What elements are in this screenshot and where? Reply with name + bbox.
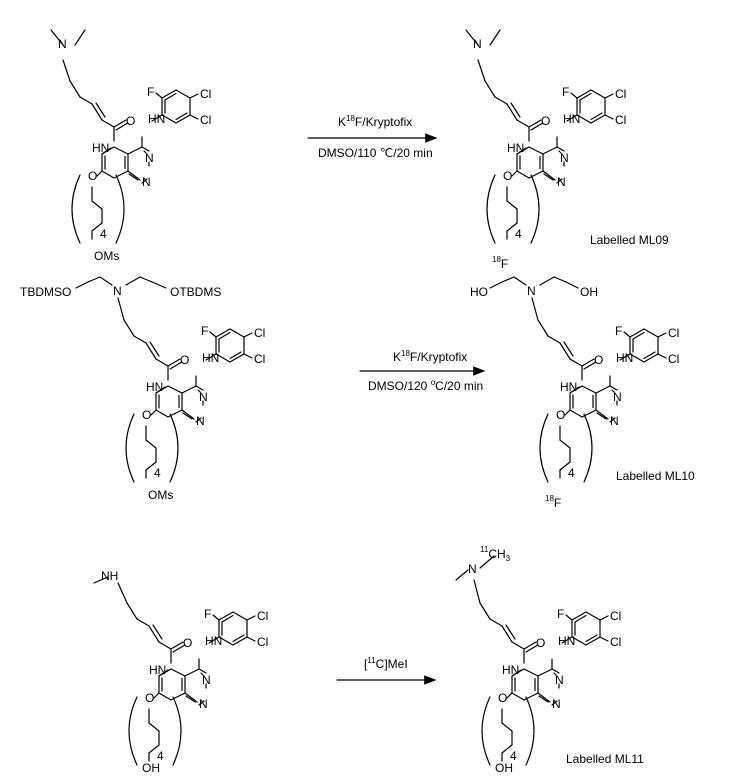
atom-f-ml09-sm: F — [147, 85, 154, 99]
atom-oh-ml10-p: OH — [580, 285, 598, 299]
atom-f-ml11-sm: F — [204, 607, 211, 621]
atom-n1-ml11-sm: N — [199, 697, 208, 711]
atom-hn-aniline-ml09-sm: HN — [148, 112, 165, 126]
atom-hn-aniline-ml09-p: HN — [563, 112, 580, 126]
atom-n1-ml09-sm: N — [142, 175, 151, 189]
conditions-line-2: DMSO/120 oC/20 min — [368, 378, 483, 393]
atom-hn-aniline-ml11-sm: HN — [205, 634, 222, 648]
atom-o-ml10-sm: O — [180, 353, 189, 367]
atom-18f-ml10-p: 18F — [545, 494, 561, 510]
atom-cl2-ml10-sm: Cl — [254, 352, 265, 366]
atom-n-ml10-p: N — [527, 284, 536, 298]
atom-f-ml10-p: F — [615, 324, 622, 338]
atom-o-ml09-p: O — [541, 114, 550, 128]
atom-f-ml11-p: F — [557, 607, 564, 621]
repeat-n-ml09-sm: 4 — [100, 227, 107, 241]
repeat-n-ml11-p: 4 — [510, 749, 517, 763]
atom-n-ml10-sm: N — [113, 284, 122, 298]
atom-o-ml11-sm: O — [183, 636, 192, 650]
atom-n3-ml11-p: N — [555, 673, 564, 687]
atom-o-ml11-p: O — [536, 636, 545, 650]
atom-cl1-ml11-p: Cl — [610, 609, 621, 623]
atom-18f-ml09-p: 18F — [492, 255, 508, 271]
compound-ml11-product — [455, 555, 609, 766]
atom-cl1-ml09-sm: Cl — [200, 87, 211, 101]
atom-n3-ml10-sm: N — [199, 390, 208, 404]
atom-hn-ml11-p: HN — [502, 663, 519, 677]
atom-cl2-ml11-sm: Cl — [257, 635, 268, 649]
compound-ml11-precursor — [93, 576, 256, 766]
reagent-line-2: K18F/Kryptofix — [393, 349, 467, 364]
atom-n1-ml10-p: N — [610, 414, 619, 428]
atom-otbdms-ml10-sm: OTBDMS — [170, 285, 221, 299]
atom-o-ether-ml11-sm: O — [145, 691, 154, 705]
repeat-n-ml10-p: 4 — [568, 466, 575, 480]
atom-n1-ml10-sm: N — [196, 414, 205, 428]
atom-ho-ml10-p: HO — [470, 285, 488, 299]
atom-hn-aniline-ml10-sm: HN — [202, 351, 219, 365]
repeat-n-ml09-p: 4 — [515, 227, 522, 241]
atom-cl2-ml09-p: Cl — [615, 113, 626, 127]
atom-n1-ml11-p: N — [552, 697, 561, 711]
atom-hn-aniline-ml10-p: HN — [616, 351, 633, 365]
reagent-line-1: K18F/Kryptofix — [338, 114, 412, 129]
atom-f-ml09-p: F — [562, 85, 569, 99]
atom-cl1-ml09-p: Cl — [615, 87, 626, 101]
atom-oh-ml11-sm: OH — [142, 761, 160, 775]
atom-cl1-ml10-p: Cl — [668, 326, 679, 340]
atom-n1-ml09-p: N — [557, 175, 566, 189]
atom-o-ether-ml09-p: O — [503, 169, 512, 183]
atom-hn-aniline-ml11-p: HN — [558, 634, 575, 648]
atom-o-ether-ml10-sm: O — [142, 408, 151, 422]
atom-cl2-ml09-sm: Cl — [200, 113, 211, 127]
product-label-ml10: Labelled ML10 — [616, 469, 695, 483]
atom-n-ml09-p: N — [473, 37, 482, 51]
atom-o-ether-ml11-p: O — [498, 691, 507, 705]
atom-oh-ml11-p: OH — [495, 761, 513, 775]
atom-tbdmso-ml10-sm: TBDMSO — [20, 285, 71, 299]
atom-cl2-ml10-p: Cl — [668, 352, 679, 366]
atom-n3-ml09-sm: N — [145, 151, 154, 165]
repeat-n-ml11-sm: 4 — [157, 749, 164, 763]
atom-o-ml09-sm: O — [126, 114, 135, 128]
atom-oms-ml10-sm: OMs — [148, 488, 173, 502]
product-label-ml09: Labelled ML09 — [590, 233, 669, 247]
conditions-line-1: DMSO/110 ℃/20 min — [318, 146, 433, 160]
compound-ml10-precursor — [75, 276, 253, 483]
atom-o-ether-ml10-p: O — [556, 408, 565, 422]
atom-n-ml09-sm: N — [58, 37, 67, 51]
atom-n3-ml09-p: N — [560, 151, 569, 165]
atom-cl2-ml11-p: Cl — [610, 635, 621, 649]
repeat-n-ml10-sm: 4 — [154, 466, 161, 480]
product-label-ml11: Labelled ML11 — [566, 752, 644, 766]
atom-11ch3-ml11-p: 11CH3 — [480, 545, 511, 563]
atom-hn-ml10-sm: HN — [146, 380, 163, 394]
atom-hn-ml09-sm: HN — [92, 141, 109, 155]
atom-hn-ml09-p: HN — [507, 141, 524, 155]
atom-f-ml10-sm: F — [201, 324, 208, 338]
atom-cl1-ml11-sm: Cl — [257, 609, 268, 623]
atom-o-ether-ml09-sm: O — [88, 169, 97, 183]
atom-hn-ml11-sm: HN — [149, 663, 166, 677]
atom-n3-ml10-p: N — [613, 390, 622, 404]
compound-ml09-product — [465, 29, 614, 244]
atom-cl1-ml10-sm: Cl — [254, 326, 265, 340]
atom-oms-ml09-sm: OMs — [94, 249, 119, 263]
atom-o-ml10-p: O — [594, 353, 603, 367]
compound-ml10-product — [489, 276, 667, 483]
reagent-line-3: [11C]MeI — [364, 656, 408, 671]
compound-ml09-precursor — [50, 29, 199, 244]
atom-n-ml11-p: N — [468, 562, 477, 576]
atom-nh-ml11-sm: NH — [101, 569, 118, 583]
atom-n3-ml11-sm: N — [202, 673, 211, 687]
atom-hn-ml10-p: HN — [560, 380, 577, 394]
